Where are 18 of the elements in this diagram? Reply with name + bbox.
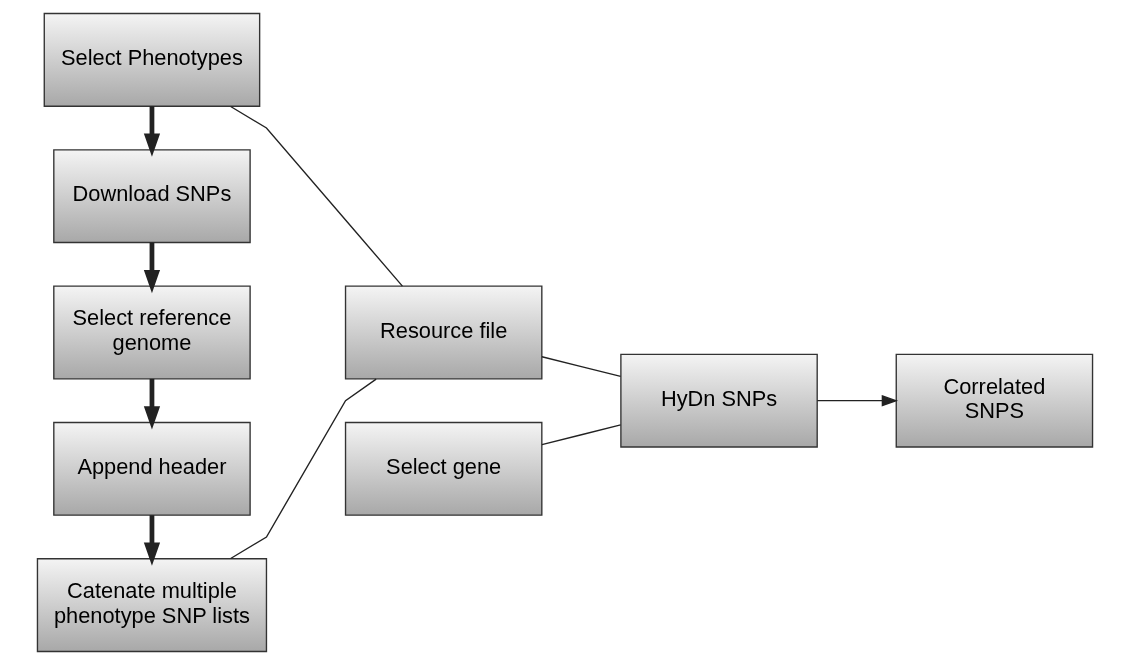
arrow bbox=[816, 394, 898, 407]
node-box: Select gene bbox=[344, 421, 542, 516]
connector bbox=[540, 424, 621, 446]
node-box: Select reference genome bbox=[52, 285, 251, 380]
connector bbox=[540, 356, 621, 378]
node-box: Select Phenotypes bbox=[43, 12, 260, 107]
node-box: Correlated SNPS bbox=[895, 353, 1093, 448]
arrow bbox=[143, 378, 160, 430]
node-box: Append header bbox=[52, 421, 251, 516]
node-box: HyDn SNPs bbox=[619, 353, 818, 448]
arrow bbox=[143, 515, 160, 566]
node-box: Catenate multiple phenotype SNP lists bbox=[36, 558, 267, 653]
arrow bbox=[143, 242, 160, 294]
arrow bbox=[143, 106, 160, 157]
node-box: Resource file bbox=[344, 285, 542, 380]
connector bbox=[229, 105, 403, 287]
connector bbox=[229, 378, 377, 560]
node-box: Download SNPs bbox=[52, 149, 251, 244]
